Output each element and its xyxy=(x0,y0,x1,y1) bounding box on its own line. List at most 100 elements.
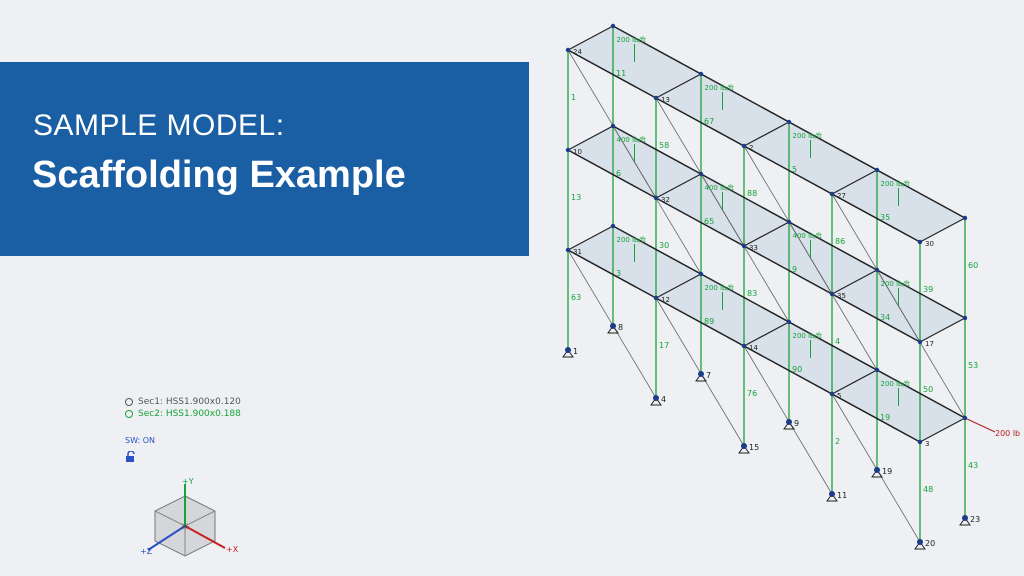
member-label: 2 xyxy=(835,437,840,446)
member-label: 60 xyxy=(968,261,978,270)
joint-node xyxy=(917,439,923,445)
joint-node xyxy=(653,195,659,201)
distributed-load-label: 200 lb/ft xyxy=(793,132,823,140)
member-label: 48 xyxy=(923,485,933,494)
cross-beam-member xyxy=(567,25,614,51)
node-label: 13 xyxy=(661,96,670,104)
joint-node xyxy=(917,339,923,345)
joint-node xyxy=(741,143,747,149)
member-label: 11 xyxy=(616,69,626,78)
distributed-load-label: 200 lb/ft xyxy=(881,180,911,188)
view-center-icon: ✳ xyxy=(181,522,189,533)
support-label: 23 xyxy=(970,515,980,524)
joint-node xyxy=(698,171,704,177)
member-label: 88 xyxy=(747,189,757,198)
axis-y-label: +Y xyxy=(182,478,194,486)
view-cube-axes[interactable]: +Y +X +Z ✳ xyxy=(140,477,250,573)
member-label: 58 xyxy=(659,141,669,150)
cross-beam-member xyxy=(567,225,614,251)
joint-node xyxy=(962,215,968,221)
member-label: 90 xyxy=(792,365,802,374)
pin-support-icon xyxy=(914,541,926,550)
point-load-arrow xyxy=(964,417,996,433)
distributed-load-label: 200 lb/ft xyxy=(705,284,735,292)
brace-member xyxy=(743,145,833,295)
cross-beam-member xyxy=(655,273,702,299)
joint-node xyxy=(698,271,704,277)
joint-node xyxy=(610,23,616,29)
member-label: 50 xyxy=(923,385,933,394)
joint-node xyxy=(829,191,835,197)
support-node xyxy=(653,395,659,401)
pin-support-icon xyxy=(871,469,883,478)
joint-node xyxy=(786,319,792,325)
cross-beam-member xyxy=(655,173,702,199)
distributed-load-label: 200 lb/ft xyxy=(617,236,647,244)
node-label: 30 xyxy=(925,240,934,248)
support-node xyxy=(786,419,792,425)
support-node xyxy=(917,539,923,545)
joint-node xyxy=(874,367,880,373)
member-label: 4 xyxy=(835,337,840,346)
joint-node xyxy=(610,223,616,229)
pin-support-icon xyxy=(650,397,662,406)
cross-beam-member xyxy=(919,317,966,343)
member-label: 83 xyxy=(747,289,757,298)
joint-node xyxy=(565,47,571,53)
pin-support-icon xyxy=(783,421,795,430)
banner-title-line1: SAMPLE MODEL: xyxy=(33,109,285,142)
joint-node xyxy=(786,119,792,125)
pin-support-icon xyxy=(959,517,971,526)
member-label: 3 xyxy=(616,269,621,278)
member-label: 13 xyxy=(571,193,581,202)
node-label: 31 xyxy=(573,248,582,256)
joint-node xyxy=(565,147,571,153)
joint-node xyxy=(698,71,704,77)
self-weight-status: SW: ON xyxy=(125,436,156,445)
legend-sec1: Sec1: HSS1.900x0.120 xyxy=(125,396,241,408)
node-label: 5 xyxy=(837,392,841,400)
member-label: 9 xyxy=(792,265,797,274)
support-label: 11 xyxy=(837,491,847,500)
section-legend: Sec1: HSS1.900x0.120 Sec2: HSS1.900x0.18… xyxy=(125,396,241,420)
member-label: 35 xyxy=(880,213,890,222)
node-label: 32 xyxy=(661,196,670,204)
cross-beam-member xyxy=(743,221,790,247)
cross-beam-member xyxy=(655,73,702,99)
member-label: 39 xyxy=(923,285,933,294)
title-banner: SAMPLE MODEL: Scaffolding Example xyxy=(0,62,529,256)
unlock-icon[interactable] xyxy=(125,450,137,468)
support-node xyxy=(741,443,747,449)
member-label: 43 xyxy=(968,461,978,470)
node-label: 14 xyxy=(749,344,758,352)
node-label: 35 xyxy=(837,292,846,300)
support-label: 19 xyxy=(882,467,892,476)
support-label: 20 xyxy=(925,539,935,548)
joint-node xyxy=(786,219,792,225)
support-label: 9 xyxy=(794,419,799,428)
support-node xyxy=(829,491,835,497)
support-label: 4 xyxy=(661,395,666,404)
member-label: 67 xyxy=(704,117,714,126)
member-label: 86 xyxy=(835,237,845,246)
joint-node xyxy=(653,95,659,101)
member-label: 65 xyxy=(704,217,714,226)
joint-node xyxy=(741,343,747,349)
cross-beam-member xyxy=(831,369,878,395)
distributed-load-label: 200 lb/ft xyxy=(881,380,911,388)
sec2-marker-icon xyxy=(125,410,133,418)
joint-node xyxy=(874,167,880,173)
distributed-load-label: 200 lb/ft xyxy=(705,84,735,92)
legend-sec2: Sec2: HSS1.900x0.188 xyxy=(125,408,241,420)
distributed-load-label: 400 lb/ft xyxy=(793,232,823,240)
joint-node xyxy=(874,267,880,273)
pin-support-icon xyxy=(562,349,574,358)
support-label: 1 xyxy=(573,347,578,356)
point-load-label: 200 lb xyxy=(995,429,1020,438)
brace-member xyxy=(567,49,657,199)
node-label: 27 xyxy=(837,192,846,200)
axis-x-label: +X xyxy=(226,545,239,554)
node-label: 10 xyxy=(573,148,582,156)
support-label: 7 xyxy=(706,371,711,380)
